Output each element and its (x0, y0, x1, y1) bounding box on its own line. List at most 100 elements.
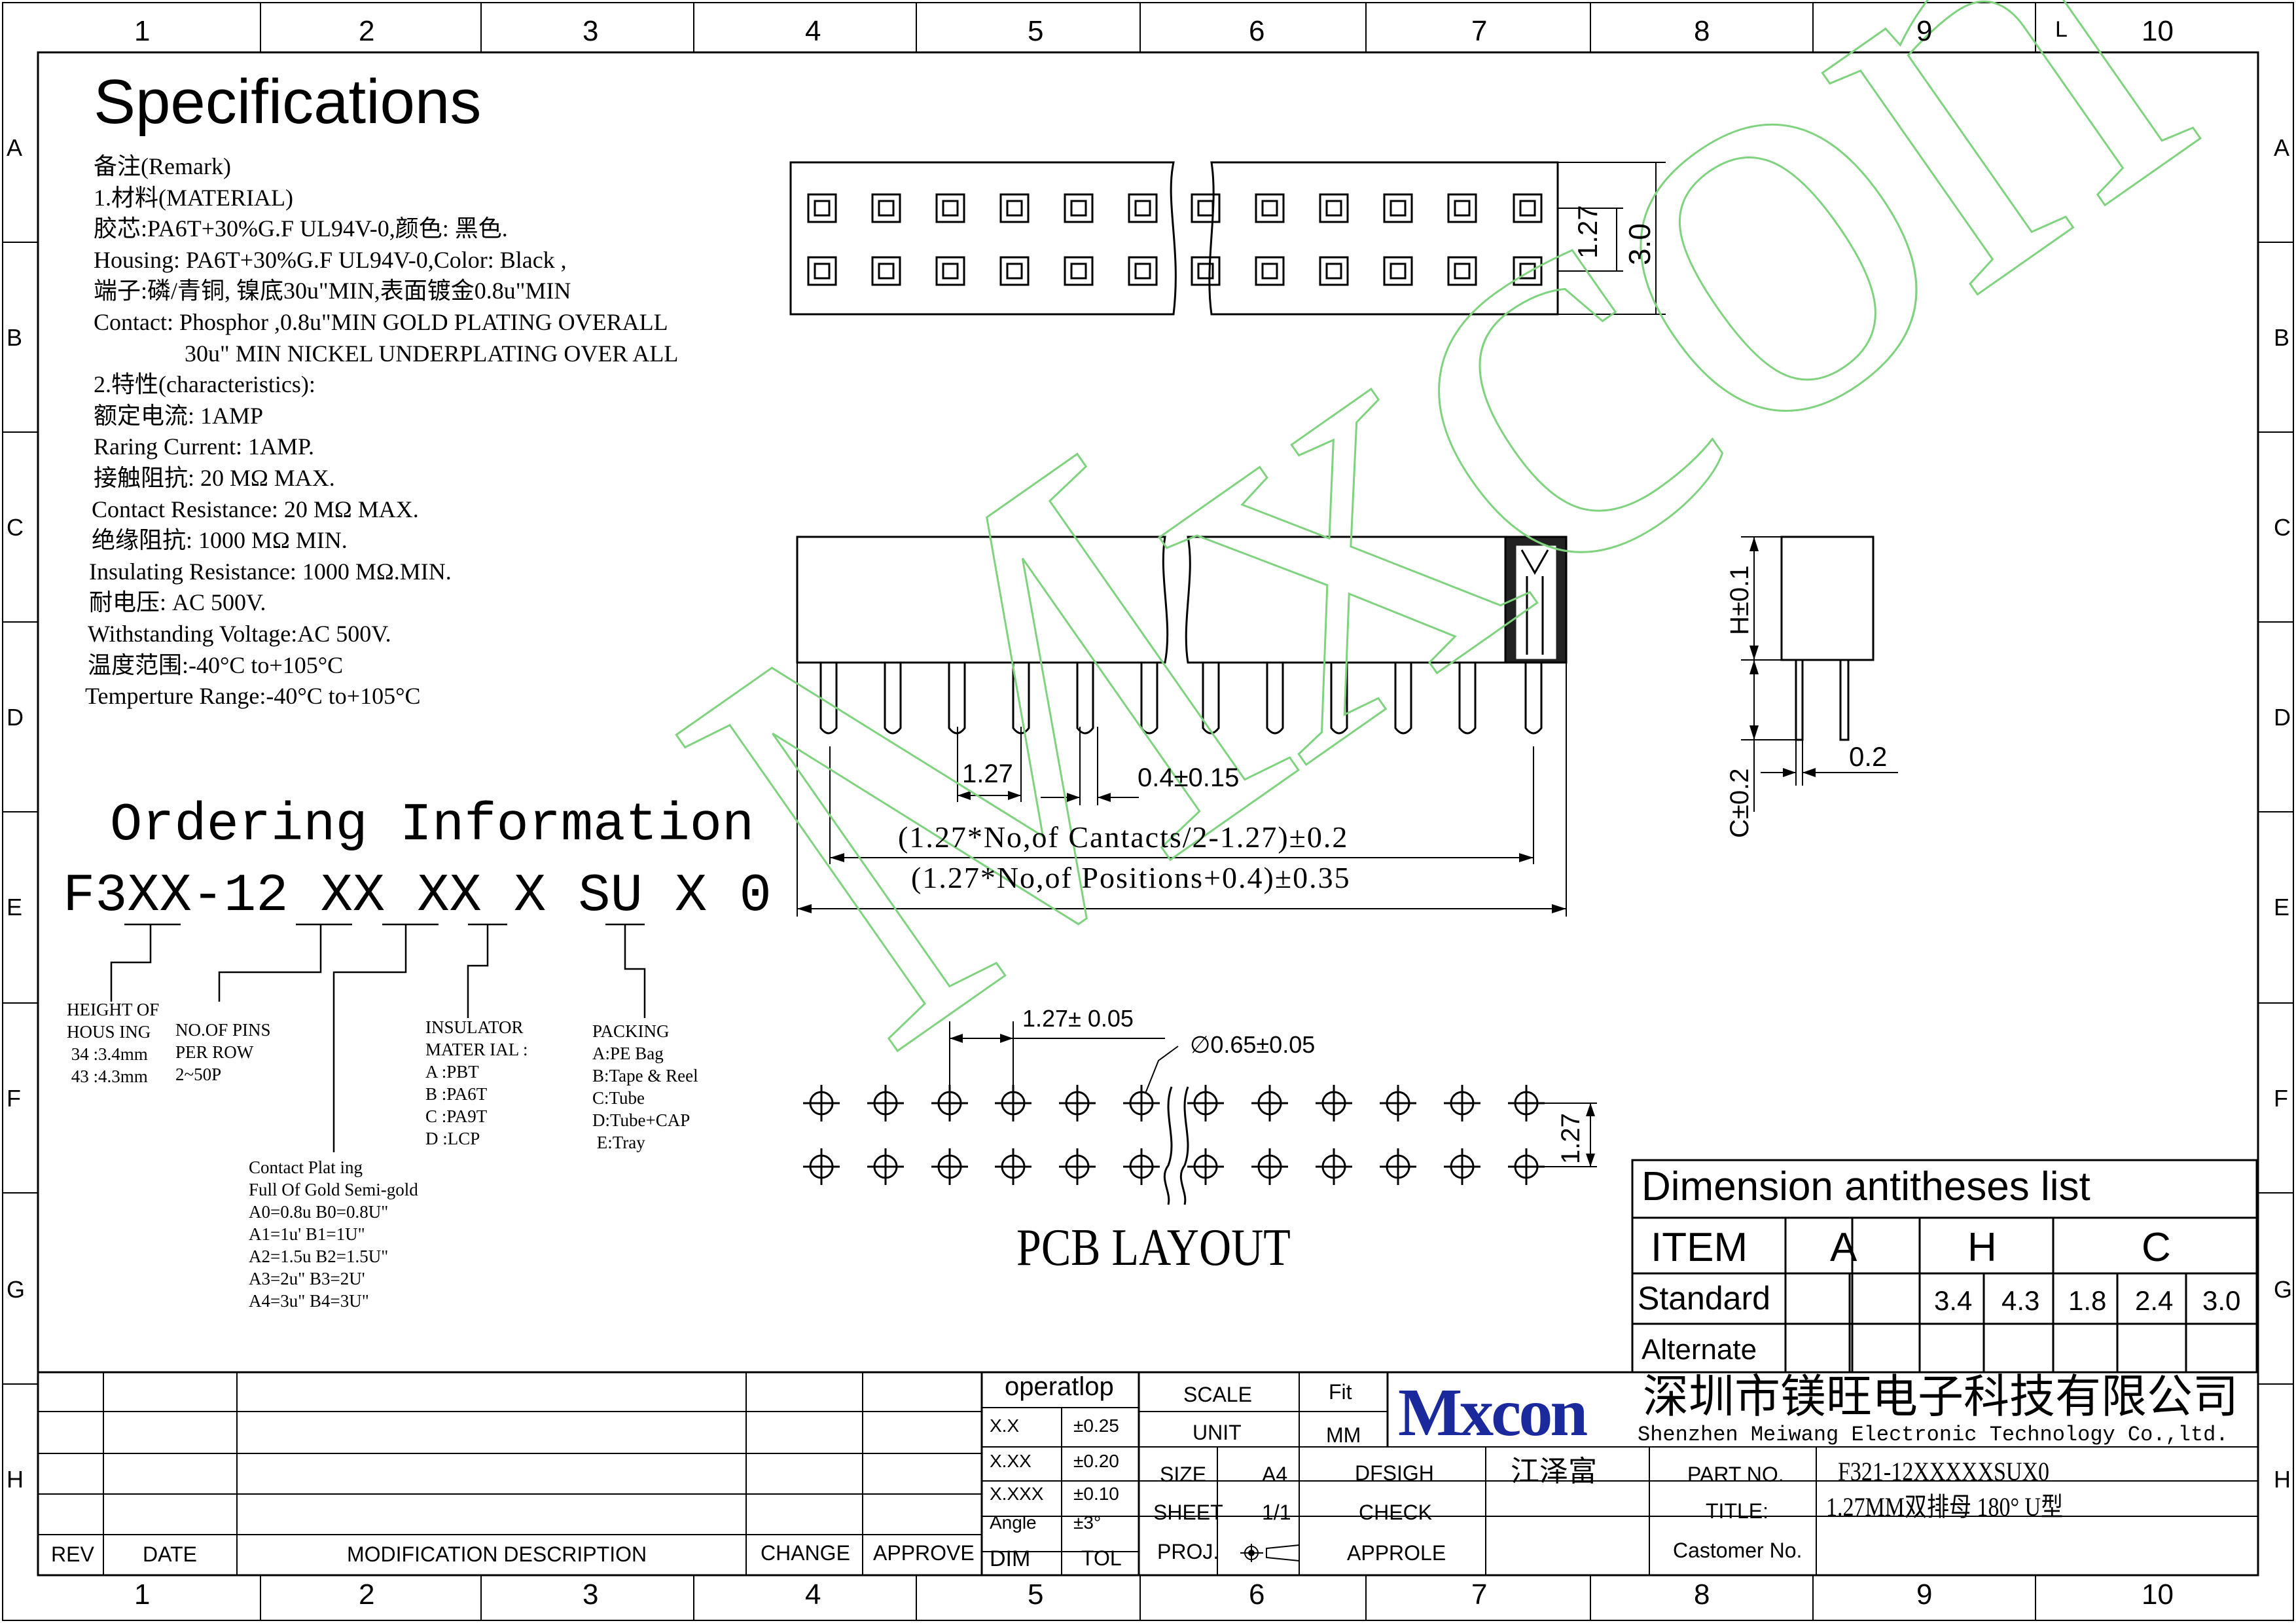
frame-col-label: 1 (134, 15, 151, 47)
front-pin (1202, 663, 1220, 735)
tb-title-val: 1.27MM双排母 180° U型 (1826, 1492, 2064, 1522)
ordering-code: F3XX-12 XX XX X SU X 0 (63, 869, 772, 923)
spec-line: 端子:磷/青铜, 镍底30u"MIN,表面镀金0.8u"MIN (94, 278, 571, 304)
tol-value: ±0.25 (1073, 1415, 1119, 1436)
frame-row-label: G (7, 1276, 26, 1303)
spec-line: Raring Current: 1AMP. (94, 433, 314, 460)
code-plating: XX (417, 866, 482, 926)
top-pin-inner (1519, 200, 1536, 217)
top-pin-outer (1255, 193, 1285, 223)
top-pin-outer (935, 193, 965, 223)
top-pin-outer (999, 256, 1030, 286)
spec-line: 1.材料(MATERIAL) (94, 184, 293, 211)
ordering-insulator: INSULATOR MATER IAL : A :PBT B :PA6T C :… (425, 1017, 528, 1148)
top-pin-inner (1454, 200, 1471, 217)
top-pin-outer (871, 256, 901, 286)
tb-size: SIZE (1160, 1463, 1207, 1486)
tb-sheet-val: 1/1 (1262, 1501, 1291, 1524)
company-logo: Mxcon (1398, 1375, 1588, 1450)
frame-col-label: 3 (583, 15, 599, 47)
tb-part-no-label: PART NO. (1687, 1463, 1784, 1486)
side-dim-t: 0.2 (1849, 741, 1888, 772)
frame-row-label: F (7, 1085, 21, 1112)
spec-line: 耐电压: AC 500V. (89, 589, 266, 616)
tb-part-no: F321-12XXXXXSUX0 (1838, 1457, 2050, 1486)
top-pin-inner (814, 263, 831, 280)
spec-line: 绝缘阻抗: 1000 MΩ MIN. (92, 527, 348, 554)
spec-line: 备注(Remark) (94, 153, 231, 179)
spec-line: 2.特性(characteristics): (94, 371, 315, 398)
tb-unit: UNIT (1193, 1421, 1242, 1444)
top-pin-outer (1513, 193, 1543, 223)
spec-line: Contact Resistance: 20 MΩ MAX. (92, 496, 419, 522)
front-dim-pin: 0.4±0.15 (1138, 763, 1240, 792)
front-dim-pitch: 1.27 (962, 759, 1013, 788)
tb-mm: MM (1326, 1423, 1361, 1447)
front-pin (1330, 663, 1348, 735)
frame-row-label: C (2274, 514, 2291, 541)
top-pin-inner (942, 200, 959, 217)
front-pin (948, 663, 966, 735)
tb-scale: SCALE (1183, 1383, 1252, 1406)
top-pin-outer (999, 193, 1030, 223)
code-pins: XX (320, 866, 386, 926)
top-pin-inner (878, 200, 895, 217)
tb-change: CHANGE (761, 1541, 850, 1565)
frame-col-label: 10 (2142, 1578, 2174, 1611)
top-pin-outer (1447, 256, 1477, 286)
frame-col-label: 5 (1028, 15, 1044, 47)
frame-row-label: G (2274, 1276, 2293, 1303)
tb-check: CHECK (1359, 1501, 1433, 1524)
frame-row-label: D (2274, 704, 2291, 731)
pcb-dim-pitch: 1.27± 0.05 (1022, 1005, 1134, 1032)
top-pin-outer (1319, 256, 1349, 286)
tb-approve: APPROVE (873, 1541, 975, 1565)
top-pin-inner (1261, 200, 1278, 217)
dim-table-value: 2.4 (2135, 1285, 2174, 1316)
frame-row-label: E (7, 894, 23, 921)
frame-col-label: 3 (583, 1578, 599, 1611)
code-end: 0 (707, 866, 772, 926)
dim-table-title: Dimension antitheses list (1641, 1164, 2090, 1209)
top-pin-outer (1383, 193, 1413, 223)
front-pin (1140, 663, 1158, 735)
top-pin-inner (1197, 263, 1214, 280)
tb-mod: MODIFICATION DESCRIPTION (347, 1542, 647, 1566)
frame-row-label: B (2274, 324, 2290, 351)
ordering-leaders (110, 923, 646, 1152)
dim-table-value: 3.0 (2202, 1285, 2241, 1316)
frame-col-label: 8 (1694, 15, 1710, 47)
spec-line: Insulating Resistance: 1000 MΩ.MIN. (89, 558, 452, 585)
frame-row-label: H (2274, 1466, 2291, 1493)
front-pin (1458, 663, 1477, 735)
tb-rev: REV (51, 1542, 94, 1566)
tol-value: ±3° (1073, 1512, 1102, 1533)
frame-col-label: 6 (1249, 1578, 1265, 1611)
spec-line: Temperture Range:-40°C to+105°C (85, 683, 421, 710)
top-pin-outer (1513, 256, 1543, 286)
ordering-packing: PACKING A:PE Bag B:Tape & Reel C:Tube D:… (592, 1021, 698, 1152)
front-pin (1266, 663, 1284, 735)
front-view (796, 536, 1568, 917)
top-pin-inner (1390, 263, 1407, 280)
spec-line: Contact: Phosphor ,0.8u"MIN GOLD PLATING… (94, 309, 668, 335)
top-dim-width: 3.0 (1623, 223, 1657, 265)
frame-col-label: 9 (1916, 1578, 1933, 1611)
tol-value: TOL (1081, 1546, 1122, 1570)
front-pin (1076, 663, 1094, 735)
projection-symbol (1240, 1544, 1300, 1562)
tb-fit: Fit (1329, 1380, 1352, 1404)
tol-label: X.XX (990, 1451, 1031, 1471)
code-su: SU (546, 866, 675, 926)
tb-customer-label: Castomer No. (1673, 1539, 1803, 1562)
spec-line: Withstanding Voltage:AC 500V. (88, 621, 391, 647)
top-pin-inner (1197, 200, 1214, 217)
front-dim-positions: (1.27*No,of Positions+0.4)±0.35 (911, 861, 1351, 894)
frame-col-label: 7 (1471, 1578, 1488, 1611)
side-dim-h: H±0.1 (1725, 565, 1754, 635)
frame-row-label: E (2274, 894, 2290, 921)
tb-size-val: A4 (1262, 1463, 1288, 1486)
tol-label: X.X (990, 1415, 1020, 1436)
top-dim-pitch: 1.27 (1572, 205, 1603, 259)
frame-col-label: 7 (1471, 15, 1488, 47)
